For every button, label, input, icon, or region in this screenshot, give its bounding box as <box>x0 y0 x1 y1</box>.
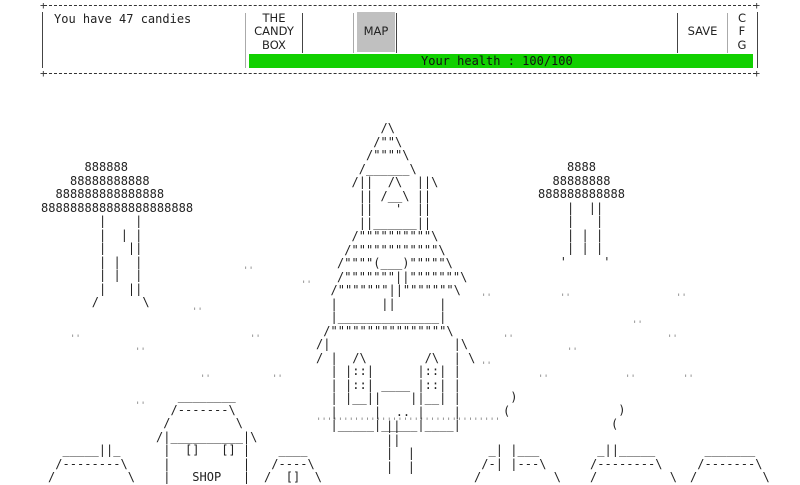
candies-counter: You have 47 candies <box>54 12 192 26</box>
tree-left: 888888 88888888888 888888888888888 88888… <box>41 160 194 309</box>
chimney-smoke: ) ( <box>503 390 518 418</box>
grass: '' <box>70 334 81 344</box>
tab-candy-box[interactable]: THE CANDY BOX <box>254 10 294 52</box>
bar-top-border <box>44 5 756 6</box>
bar-bottom-border <box>44 73 756 74</box>
bar-corner: + <box>753 67 760 80</box>
bar-right-border <box>757 12 758 68</box>
menu-separator <box>353 13 354 53</box>
bar-corner: + <box>40 0 47 12</box>
grass: '' <box>272 374 283 384</box>
status-bar: + + + + You have 47 candies THE CANDY BO… <box>40 0 760 80</box>
grass: '' <box>135 401 146 411</box>
house-4[interactable]: _||_____ /--------\ / \ <box>590 443 677 484</box>
grass: '' <box>560 293 571 303</box>
castle-ground: '''''''''''''''''''''''''''''''''' <box>316 417 501 427</box>
shop-building[interactable]: ________ /-------\ / \ /|__________|\ | … <box>156 389 258 484</box>
house-3[interactable]: _| |___ /-| |---\ / \ <box>474 443 561 484</box>
health-text: Your health : 100/100 <box>421 54 573 68</box>
grass: '' <box>567 347 578 357</box>
grass: '' <box>676 293 687 303</box>
grass: '' <box>481 361 492 371</box>
grass: '' <box>632 320 643 330</box>
save-button[interactable]: SAVE <box>687 24 718 39</box>
tree-right: 8888 88888888 888888888888 | || | | | | … <box>538 160 625 269</box>
castle[interactable]: /"""""""||"""""""\ | || | |_____________… <box>316 283 476 432</box>
bar-corner: + <box>40 67 47 80</box>
grass: '' <box>200 374 211 384</box>
tab-map[interactable]: MAP <box>357 12 395 52</box>
grass: '' <box>667 334 678 344</box>
grass: '' <box>192 307 203 317</box>
config-button[interactable]: C F G <box>737 10 747 52</box>
house-1[interactable]: _____||_ /--------\ / \ <box>48 443 135 484</box>
tab-empty[interactable] <box>303 12 353 52</box>
chimney-smoke: ) ( <box>611 403 626 431</box>
bar-left-border <box>42 12 43 68</box>
grass: '' <box>135 347 146 357</box>
menu-separator <box>245 13 246 68</box>
bar-corner: + <box>753 0 760 12</box>
castle-tower[interactable]: /\ /""\ /""""\ /______\ /|| /\ ||\ || /_… <box>337 121 468 284</box>
grass: '' <box>243 266 254 276</box>
grass: '' <box>625 374 636 384</box>
house-5[interactable]: _______ /-------\ / \ <box>690 443 770 484</box>
menu-separator <box>727 13 728 53</box>
house-2[interactable]: ____ /----\ / [] \ <box>264 443 322 484</box>
menu-separator <box>302 13 303 53</box>
grass: '' <box>301 280 312 290</box>
menu-separator <box>396 13 397 53</box>
grass: '' <box>683 374 694 384</box>
grass: '' <box>503 334 514 344</box>
grass: '' <box>250 334 261 344</box>
grass: '' <box>481 293 492 303</box>
castle-path: || || | | | | <box>386 419 415 474</box>
menu-separator <box>677 13 678 53</box>
grass: '' <box>538 374 549 384</box>
health-bar: Your health : 100/100 <box>249 54 753 68</box>
world-map: 888888 88888888888 888888888888888 88888… <box>0 80 800 483</box>
